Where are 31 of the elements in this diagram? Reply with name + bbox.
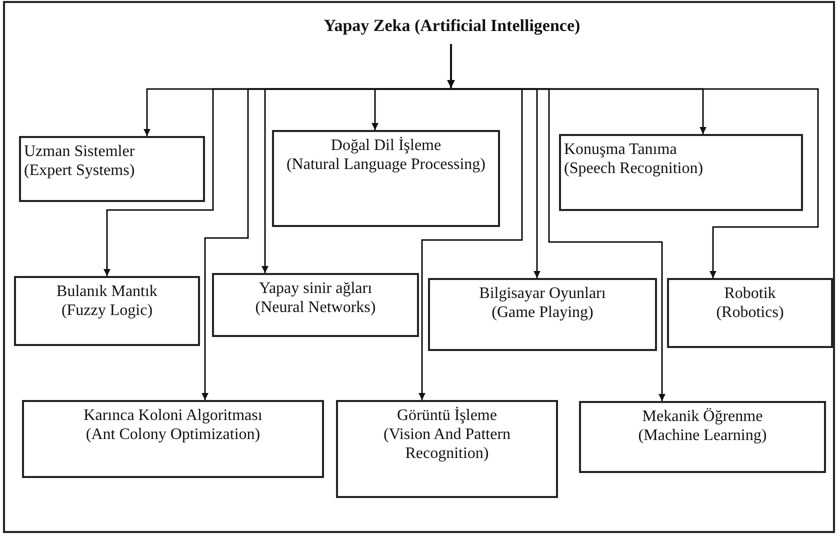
node-text: (Ant Colony Optimization) bbox=[86, 425, 260, 444]
node-text: Karınca Koloni Algoritması bbox=[84, 406, 262, 426]
process-box bbox=[14, 276, 200, 346]
node-text: (Neural Networks) bbox=[255, 298, 376, 318]
node-text: Bilgisayar Oyunları bbox=[479, 284, 606, 304]
node-text: Robotik bbox=[724, 284, 776, 304]
process-box bbox=[22, 400, 324, 478]
node-text: Mekanik Öğrenme bbox=[642, 407, 763, 426]
node-text: (Robotics) bbox=[716, 303, 784, 322]
node-text: Doğal Dil İşleme bbox=[330, 136, 442, 156]
process-box bbox=[336, 400, 558, 498]
process-box bbox=[428, 278, 657, 351]
process-box bbox=[19, 136, 205, 202]
process-box bbox=[212, 273, 419, 337]
node-text: (Game Playing) bbox=[492, 303, 594, 322]
process-box bbox=[579, 401, 826, 473]
node-text: (Vision And Pattern Recognition) bbox=[382, 425, 512, 464]
node-text: (Natural Language Processing) bbox=[286, 155, 486, 174]
node-text: (Expert Systems) bbox=[24, 161, 135, 180]
node-text: (Fuzzy Logic) bbox=[61, 301, 153, 320]
process-box bbox=[559, 134, 803, 211]
node-text: Uzman Sistemler bbox=[24, 142, 135, 162]
process-box bbox=[667, 278, 833, 348]
node-text: (Speech Recognition) bbox=[564, 159, 704, 178]
process-box bbox=[272, 130, 500, 227]
node-text: Yapay sinir ağları bbox=[258, 279, 372, 298]
node-text: Bulanık Mantık bbox=[56, 282, 158, 302]
title-text: Yapay Zeka (Artificial Intelligence) bbox=[262, 16, 642, 36]
node-text: (Machine Learning) bbox=[638, 426, 767, 446]
node-text: Görüntü İşleme bbox=[397, 406, 497, 426]
node-text: Konuşma Tanıma bbox=[564, 140, 677, 160]
